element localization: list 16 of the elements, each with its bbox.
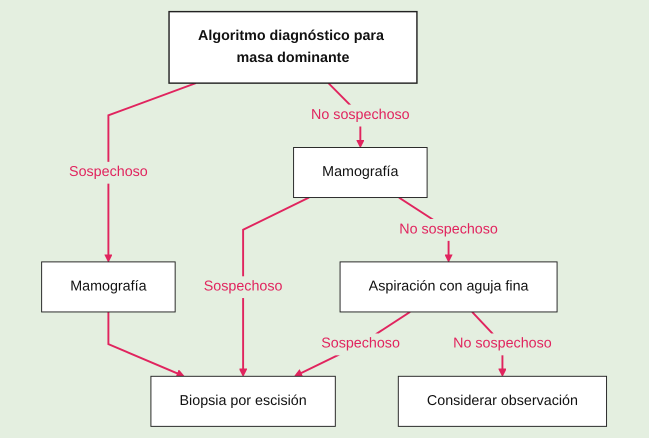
arrow <box>108 312 185 378</box>
arrow <box>294 311 411 377</box>
edge-label: No sospechoso <box>311 106 410 123</box>
edge-label: No sospechoso <box>454 335 552 352</box>
node-box: Considerar observación <box>398 376 608 427</box>
edge-label: Sospechoso <box>204 278 283 294</box>
edge-label: No sospechoso <box>400 220 498 238</box>
arrow <box>104 82 197 262</box>
arrow <box>239 196 310 377</box>
node-box: Mamografía <box>294 147 428 198</box>
node-box: Aspiración con aguja fina <box>340 261 558 312</box>
node-box: Algoritmo diagnóstico para masa dominante <box>168 10 418 84</box>
edge-label: Sospechoso <box>322 335 400 352</box>
edge-label: Sospechoso <box>69 164 148 180</box>
node-box: Mamografía <box>42 261 176 312</box>
node-box: Biopsia por escisión <box>150 376 336 427</box>
